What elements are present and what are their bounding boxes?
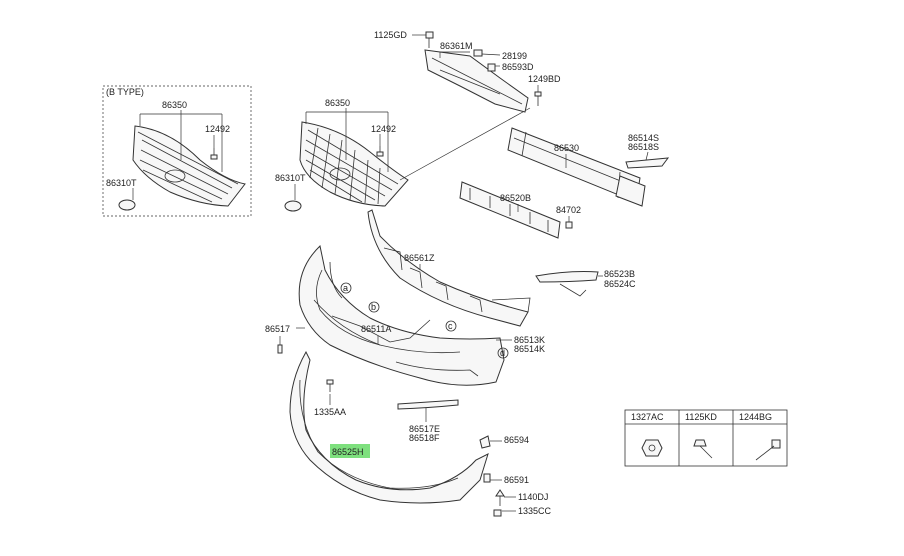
label-1249BD: 1249BD	[528, 74, 561, 84]
callout-a: a	[340, 282, 352, 294]
label-86513K: 86513K	[514, 335, 545, 345]
callout-d: d	[497, 347, 509, 359]
energy-absorber-86520B[interactable]	[459, 181, 561, 239]
svg-text:b: b	[371, 302, 376, 312]
svg-text:c: c	[448, 321, 453, 331]
screw-12492-b[interactable]	[210, 148, 218, 160]
screw-1335CC[interactable]	[493, 509, 502, 517]
emblem-b-type[interactable]	[118, 199, 136, 211]
label-86350: 86350	[325, 98, 350, 108]
label-86511A: 86511A	[361, 324, 391, 334]
bolt-1125GD[interactable]	[425, 31, 434, 48]
label-86523B: 86523B	[604, 269, 635, 279]
label-86517E: 86517E	[409, 424, 440, 434]
table-header-1244BG: 1244BG	[739, 412, 772, 422]
label-86530: 86530	[554, 143, 579, 153]
bracket-86514S[interactable]	[625, 157, 670, 169]
label-1125GD: 1125GD	[374, 30, 407, 40]
label-86518S: 86518S	[628, 142, 659, 152]
fastener-table: 1327AC 1125KD 1244BG	[624, 409, 788, 467]
screw-1335AA[interactable]	[326, 379, 334, 392]
impact-beam-86530[interactable]	[507, 127, 646, 207]
label-84702: 84702	[556, 205, 581, 215]
label-1140DJ: 1140DJ	[518, 492, 548, 502]
grille-b-type[interactable]	[132, 125, 246, 207]
table-header-1327AC: 1327AC	[631, 412, 664, 422]
label-1335AA: 1335AA	[314, 407, 346, 417]
callout-b: b	[368, 301, 380, 313]
nut-1327AC-icon	[641, 439, 663, 457]
bolt-1140DJ[interactable]	[495, 489, 505, 506]
label-86310T: 86310T	[275, 173, 306, 183]
side-trim-86523B[interactable]	[535, 271, 599, 297]
callout-c: c	[445, 320, 457, 332]
bolt-1125KD-icon	[693, 439, 713, 459]
label-12492-b: 12492	[205, 124, 230, 134]
clip-86591[interactable]	[483, 473, 491, 483]
label-86514K: 86514K	[514, 344, 545, 354]
label-86350-b: 86350	[162, 100, 187, 110]
lower-bumper-86525H[interactable]	[289, 350, 489, 504]
label-86561Z: 86561Z	[404, 253, 435, 263]
grille-mesh[interactable]	[299, 121, 409, 207]
leader-grille-bracket	[399, 107, 531, 181]
clip-86517[interactable]	[277, 344, 283, 354]
lower-frame-86561Z[interactable]	[367, 209, 531, 327]
bolt-1249BD[interactable]	[534, 91, 542, 106]
highlight-86525H	[330, 444, 370, 458]
svg-text:d: d	[500, 348, 505, 358]
reinforcement-strip[interactable]	[316, 269, 431, 346]
label-86591: 86591	[504, 475, 529, 485]
label-28199: 28199	[502, 51, 527, 61]
btype-label: (B TYPE)	[106, 87, 144, 97]
clip-28199[interactable]	[473, 49, 483, 57]
label-86518F: 86518F	[409, 433, 440, 443]
emblem-main[interactable]	[284, 200, 302, 212]
strip-86517E[interactable]	[397, 399, 459, 410]
btype-box	[102, 85, 252, 217]
nut-86593D[interactable]	[487, 63, 496, 72]
label-86594: 86594	[504, 435, 529, 445]
table-header-1125KD: 1125KD	[685, 412, 717, 422]
label-86520B: 86520B	[500, 193, 531, 203]
label-86525H[interactable]: 86525H	[332, 447, 364, 457]
label-86361M: 86361M	[440, 41, 473, 51]
label-86517: 86517	[265, 324, 290, 334]
clip-86594[interactable]	[479, 435, 491, 449]
label-86310T-b: 86310T	[106, 178, 137, 188]
screw-12492[interactable]	[376, 146, 384, 157]
svg-text:a: a	[343, 283, 348, 293]
label-86593D: 86593D	[502, 62, 534, 72]
bolt-1244BG-icon	[755, 439, 781, 461]
label-1335CC: 1335CC	[518, 506, 552, 516]
label-86524C: 86524C	[604, 279, 636, 289]
label-12492: 12492	[371, 124, 396, 134]
upper-cover-86361M[interactable]	[424, 49, 529, 113]
clip-84702[interactable]	[565, 221, 573, 229]
label-86514S: 86514S	[628, 133, 659, 143]
